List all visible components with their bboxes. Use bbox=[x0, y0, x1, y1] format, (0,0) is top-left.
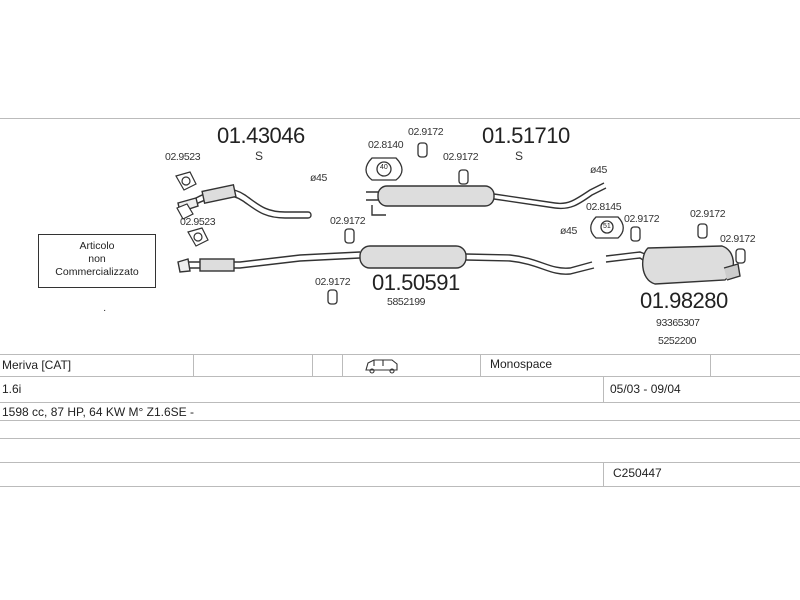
table-line-1 bbox=[0, 354, 800, 355]
clamp-5-label: 02.9172 bbox=[624, 213, 660, 225]
clamp-4-label: 02.9172 bbox=[315, 276, 351, 288]
vehicle-model: Meriva [CAT] bbox=[2, 358, 72, 372]
part-number-front-pipe: 01.43046 bbox=[217, 123, 305, 148]
not-sold-line-2: non bbox=[88, 253, 106, 265]
diagram-top-border bbox=[0, 118, 800, 119]
center-silencer-drawing bbox=[366, 182, 607, 216]
clamp-7-label: 02.9172 bbox=[720, 233, 756, 245]
clamp-6-label: 02.9172 bbox=[690, 208, 726, 220]
body-type: Monospace bbox=[490, 357, 553, 371]
table-line-3 bbox=[0, 402, 800, 403]
table-divider-3 bbox=[342, 354, 343, 376]
table-divider-4 bbox=[480, 354, 481, 376]
mount-1-badge: 40 bbox=[380, 164, 388, 171]
mount-2-label: 02.8145 bbox=[586, 201, 622, 213]
gasket-b-label: 02.9523 bbox=[180, 216, 216, 228]
production-years: 05/03 - 09/04 bbox=[610, 382, 681, 396]
table-divider-7 bbox=[603, 462, 604, 486]
front-pipe-suffix: S bbox=[255, 149, 264, 163]
engine: 1.6i bbox=[2, 382, 22, 396]
table-line-5 bbox=[0, 438, 800, 439]
mid-pipe-oe-number: 5852199 bbox=[387, 296, 426, 308]
diameter-label-2: ø45 bbox=[590, 164, 607, 176]
diameter-label-1: ø45 bbox=[310, 172, 327, 184]
table-line-6 bbox=[0, 462, 800, 463]
not-sold-box: Articolo non Commercializzato bbox=[38, 234, 156, 288]
gasket-a-label: 02.9523 bbox=[165, 151, 201, 163]
rubber-mount-1-icon bbox=[365, 157, 403, 181]
gasket-b-icon bbox=[187, 227, 209, 247]
table-line-2 bbox=[0, 376, 800, 377]
table-divider-5 bbox=[710, 354, 711, 376]
mount-2-badge: 51 bbox=[603, 223, 611, 230]
mount-1-label: 02.8140 bbox=[368, 139, 404, 151]
table-divider-1 bbox=[193, 354, 194, 376]
not-sold-line-1: Articolo bbox=[79, 240, 115, 252]
dot-marker: · bbox=[103, 305, 107, 316]
clamp-2-label: 02.9172 bbox=[443, 151, 479, 163]
front-pipe-drawing bbox=[177, 183, 312, 219]
part-number-center-silencer: 01.51710 bbox=[482, 123, 570, 148]
gasket-a-icon bbox=[175, 171, 197, 191]
rear-silencer-oe-1: 93365307 bbox=[656, 317, 700, 329]
table-line-4 bbox=[0, 420, 800, 421]
center-silencer-suffix: S bbox=[515, 149, 524, 163]
engine-spec: 1598 cc, 87 HP, 64 KW M° Z1.6SE - bbox=[2, 405, 194, 419]
part-number-mid-pipe: 01.50591 bbox=[372, 270, 460, 295]
clamp-3-label: 02.9172 bbox=[330, 215, 366, 227]
catalog-code: C250447 bbox=[613, 466, 662, 480]
clamp-icons bbox=[327, 142, 746, 305]
part-number-rear-silencer: 01.98280 bbox=[640, 288, 728, 313]
table-line-7 bbox=[0, 486, 800, 487]
rear-silencer-oe-2: 5252200 bbox=[658, 335, 697, 347]
flange-icon bbox=[176, 203, 194, 220]
exhaust-diagram bbox=[175, 142, 746, 305]
table-divider-6 bbox=[603, 376, 604, 402]
mid-pipe-drawing bbox=[177, 245, 595, 275]
not-sold-line-3: Commercializzato bbox=[55, 266, 139, 278]
rubber-mount-2-icon bbox=[590, 216, 624, 239]
table-divider-2 bbox=[312, 354, 313, 376]
rear-silencer-drawing bbox=[605, 245, 741, 285]
diameter-label-3: ø45 bbox=[560, 225, 577, 237]
clamp-1-label: 02.9172 bbox=[408, 126, 444, 138]
